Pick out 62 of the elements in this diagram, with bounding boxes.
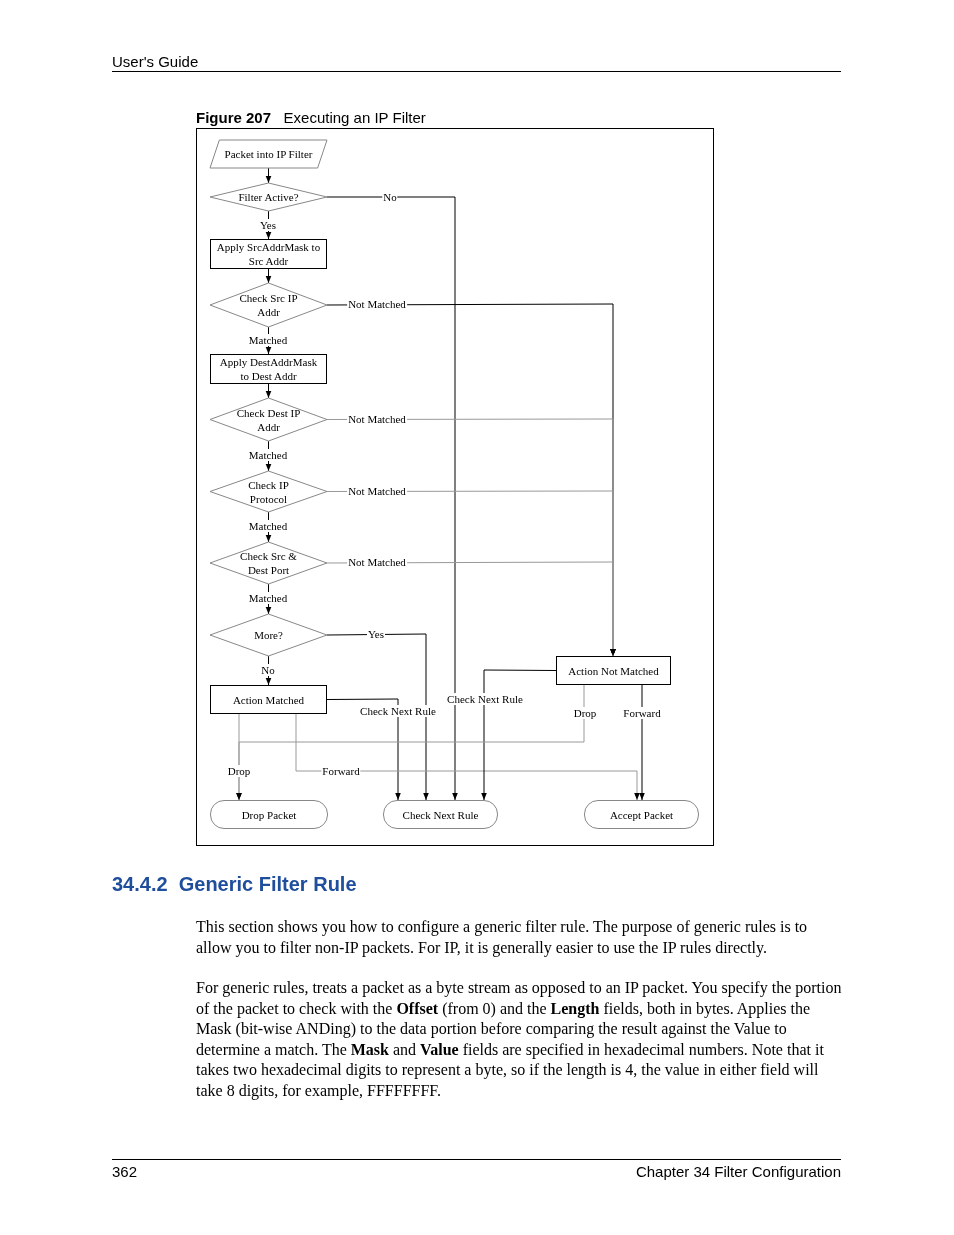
decision-diamond [210,398,327,441]
chapter-title: Chapter 34 Filter Configuration [635,1162,841,1182]
figure-caption: Figure 207 Executing an IP Filter [196,108,426,128]
node-text: Filter Active? [237,190,300,204]
node-text: Check IP Protocol [247,477,290,506]
connector-arrow [639,684,645,801]
edge-label: Matched [247,334,289,346]
edge-label: Not Matched [347,556,407,568]
edge-label: Drop [572,707,598,719]
body-paragraph: For generic rules, treats a packet as a byte stream as opposed to an IP packet. You specify the portion of the packet to check with the Offset (from 0) and the Length fields, both in bytes. Applies the Mask (bit-wise ANDing) to the data portion before comparing the result against the Value to determine a match. The Mask and Value fields are specified in hexadecimal numbers. Note that it takes two hexadecimal digits to represent a byte, so if the length is 4, the value in either field will take 8 digits, for example, FFFFFFFF. [196,978,842,1101]
node-text: Check Src & Dest Port [239,549,298,577]
terminal-box [383,800,498,829]
node-text: Accept Packet [608,807,675,822]
edge-label: Not Matched [347,485,407,497]
input-parallelogram [210,140,327,168]
node-text: Packet into IP Filter [223,147,314,161]
edge-label: Not Matched [347,413,407,425]
process-box [210,354,327,384]
page-number: 362 [112,1162,138,1182]
edge-label: Drop [226,765,252,777]
node-text: Check Next Rule [401,807,480,822]
edge-label: Forward [321,765,361,777]
edge-label: Not Matched [347,298,407,310]
node-text: Drop Packet [240,807,298,822]
node-text: Check Src IP Addr [238,291,299,319]
edge-label: Check Next Rule [359,705,437,717]
process-box [210,685,327,714]
connector-arrow [295,713,640,801]
connector-arrow [265,383,272,399]
connector-arrow [265,167,272,184]
connector-arrow [326,196,458,801]
edge-label: Matched [247,520,289,532]
decision-diamond [210,471,327,512]
edge-label: Yes [259,219,277,231]
connector-arrow [236,684,585,801]
decision-diamond [210,614,327,656]
edge-label: Check Next Rule [446,693,524,705]
connector-arrow [326,698,401,801]
body-paragraph: This section shows you how to configure a generic filter rule. The purpose of generic rules is to allow you to filter non-IP packets. For IP, it is generally easier to use the IP rules directly. [196,917,809,958]
decision-diamond [210,542,327,584]
edge-label: Yes [367,628,385,640]
node-text: Action Not Matched [567,663,660,678]
edge-label: No [260,664,276,676]
terminal-box [210,800,328,829]
edge-label: No [382,191,398,203]
process-box [556,656,671,685]
connector-arrow [265,268,272,284]
section-heading: 34.4.2 Generic Filter Rule [112,872,357,897]
edge-label: Matched [247,449,289,461]
connector-arrow [481,669,557,801]
node-text: Check Dest IP Addr [235,405,302,434]
node-text: Action Matched [231,692,306,707]
decision-diamond [210,183,327,211]
node-text: Apply DestAddrMask to Dest Addr [218,355,319,383]
edge-label: Matched [247,592,289,604]
terminal-box [584,800,699,829]
decision-diamond [210,283,327,327]
node-text: More? [253,628,284,642]
edge-label: Forward [622,707,662,719]
connector-arrow [326,633,429,801]
node-text: Apply SrcAddrMask to Src Addr [215,240,322,268]
page-header: User's Guide [112,52,199,72]
